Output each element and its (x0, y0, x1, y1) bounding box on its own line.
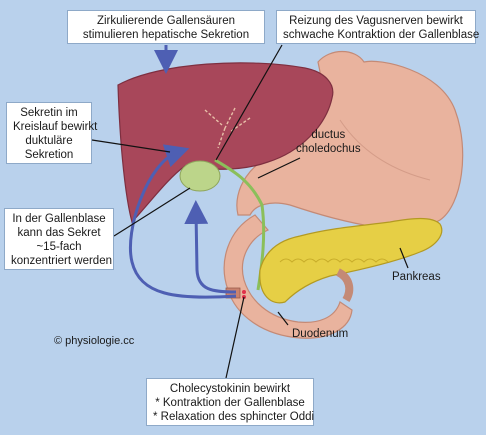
secretin-box: Sekretin im Kreislauf bewirkt duktuläre … (6, 102, 98, 164)
cck-line-1: Cholecystokinin bewirkt (169, 383, 291, 395)
bile-acids-line-2: stimulieren hepatische Sekretion (82, 29, 250, 41)
leader-cck (225, 296, 245, 379)
pancreas-texture (279, 258, 389, 263)
secretin-line-3: duktuläre (25, 135, 73, 147)
duodenum-label: Duodenum (292, 328, 349, 340)
secretin-line-2: Kreislauf bewirkt (13, 121, 98, 133)
leader-ductus (257, 157, 301, 179)
ductus-line-1: ductus (311, 129, 346, 141)
leader-duodenum (277, 311, 289, 326)
vagus-line-2: schwache Kontraktion der Gallenblase (283, 29, 480, 41)
stomach-fold (339, 119, 431, 181)
gallbladder-line-3: ~15-fach (36, 241, 82, 253)
gallbladder (179, 160, 221, 192)
jejunum (335, 268, 354, 303)
gallbladder-box: In der Gallenblase kann das Sekret ~15-f… (4, 208, 114, 270)
bile-acids-box: Zirkulierende Gallensäuren stimulieren h… (67, 10, 265, 44)
cck-line-3: * Relaxation des sphincter Oddi (153, 411, 315, 423)
sphincter-oddi (242, 290, 246, 294)
secretin-line-4: Sekretion (24, 149, 74, 161)
gallbladder-line-1: In der Gallenblase (12, 213, 106, 225)
ductus-line-2: choledochus (296, 143, 361, 155)
leader-gallbladder (113, 187, 191, 237)
gallbladder-line-2: kann das Sekret (17, 227, 101, 239)
pancreas-label: Pankreas (392, 271, 441, 283)
ductus-label: ductus choledochus (296, 128, 361, 156)
gallbladder-line-4: konzentriert werden (11, 255, 112, 267)
leader-pancreas (399, 247, 409, 269)
cck-box: Cholecystokinin bewirkt * Kontraktion de… (146, 378, 314, 426)
liver-ducts (204, 107, 251, 149)
cck-line-2: * Kontraktion der Gallenblase (155, 397, 305, 409)
leader-vagus (215, 44, 283, 161)
cck-arrow (184, 200, 237, 294)
secretin-arrow (129, 144, 237, 299)
leader-secretin (91, 139, 171, 153)
bile-acids-line-1: Zirkulierende Gallensäuren (96, 15, 236, 27)
secretin-line-1: Sekretin im (20, 107, 78, 119)
vagus-line-1: Reizung des Vagusnerven bewirkt (289, 15, 463, 27)
vagus-box: Reizung des Vagusnerven bewirkt schwache… (276, 10, 480, 44)
copyright-label: © physiologie.cc (54, 335, 135, 347)
